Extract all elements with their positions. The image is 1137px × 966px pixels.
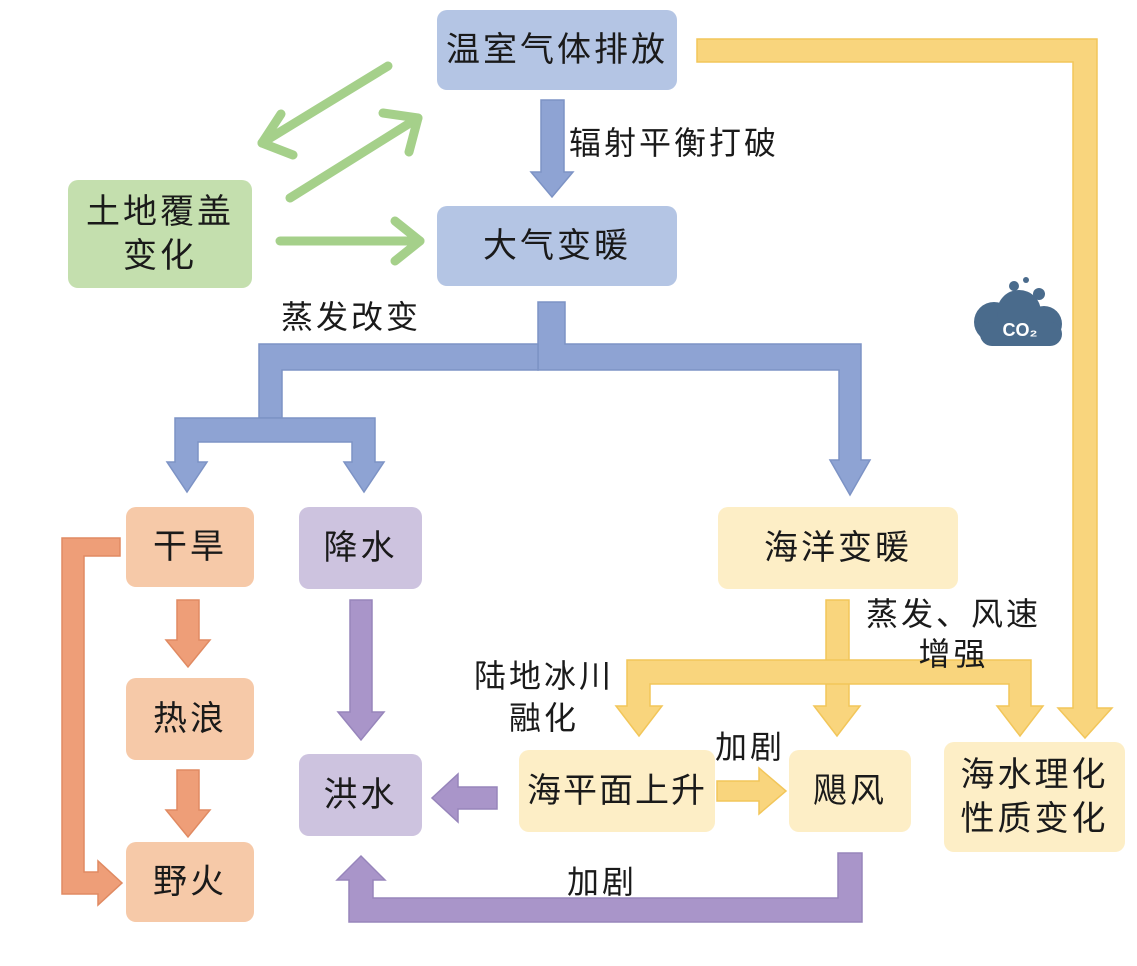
node-land-cover-change: 土地覆盖变化: [68, 180, 252, 288]
node-precipitation-label: 降水: [323, 527, 398, 568]
node-sea-level-rise: 海平面上升: [519, 750, 715, 832]
node-typhoon: 飓风: [789, 750, 911, 832]
green-arrows: [257, 61, 425, 266]
node-heatwave: 热浪: [126, 678, 254, 760]
label-evaporation-wind: 蒸发、风速增强: [866, 595, 1042, 673]
node-seawater-label: 海水理化性质变化: [960, 754, 1109, 839]
arrow-emission-to-seawater: [696, 38, 1114, 740]
flood-arrows: [335, 599, 863, 923]
label-glacier-melt: 陆地冰川融化: [474, 657, 615, 737]
co2-text: CO₂: [1003, 320, 1038, 340]
drought-chain-arrows: [61, 537, 212, 907]
label-intensify-typhoon: 加剧: [715, 728, 786, 766]
ocean-branch-arrows: [614, 599, 1045, 816]
node-drought-label: 干旱: [153, 526, 227, 567]
label-radiation-balance: 辐射平衡打破: [569, 124, 780, 162]
node-atmospheric-warming: 大气变暖: [437, 206, 677, 286]
node-wildfire: 野火: [126, 842, 254, 922]
node-heatwave-label: 热浪: [153, 698, 227, 739]
node-ghg-emission: 温室气体排放: [437, 10, 677, 90]
arrow-landcover-to-emission: [285, 113, 423, 203]
evaporation-branch-arrows: [165, 301, 872, 497]
node-sea-level-rise-label: 海平面上升: [527, 770, 707, 811]
node-ghg-emission-label: 温室气体排放: [446, 29, 668, 70]
node-land-cover-label: 土地覆盖变化: [86, 191, 234, 276]
arrow-radiation-balance: [529, 99, 575, 199]
co2-cloud-icon: CO₂: [964, 272, 1074, 362]
node-flood-label: 洪水: [323, 774, 398, 815]
node-typhoon-label: 飓风: [813, 770, 887, 811]
node-wildfire-label: 野火: [153, 861, 227, 902]
node-ocean-warming-label: 海洋变暖: [764, 527, 912, 568]
node-precipitation: 降水: [299, 507, 422, 589]
node-atmospheric-warming-label: 大气变暖: [483, 225, 631, 266]
label-evaporation-change: 蒸发改变: [281, 298, 422, 336]
node-flood: 洪水: [299, 754, 422, 836]
arrow-emission-to-landcover: [257, 61, 393, 148]
label-intensify-flood: 加剧: [567, 863, 638, 901]
node-seawater-properties: 海水理化性质变化: [944, 742, 1125, 852]
node-drought: 干旱: [126, 507, 254, 587]
node-ocean-warming: 海洋变暖: [718, 507, 958, 589]
